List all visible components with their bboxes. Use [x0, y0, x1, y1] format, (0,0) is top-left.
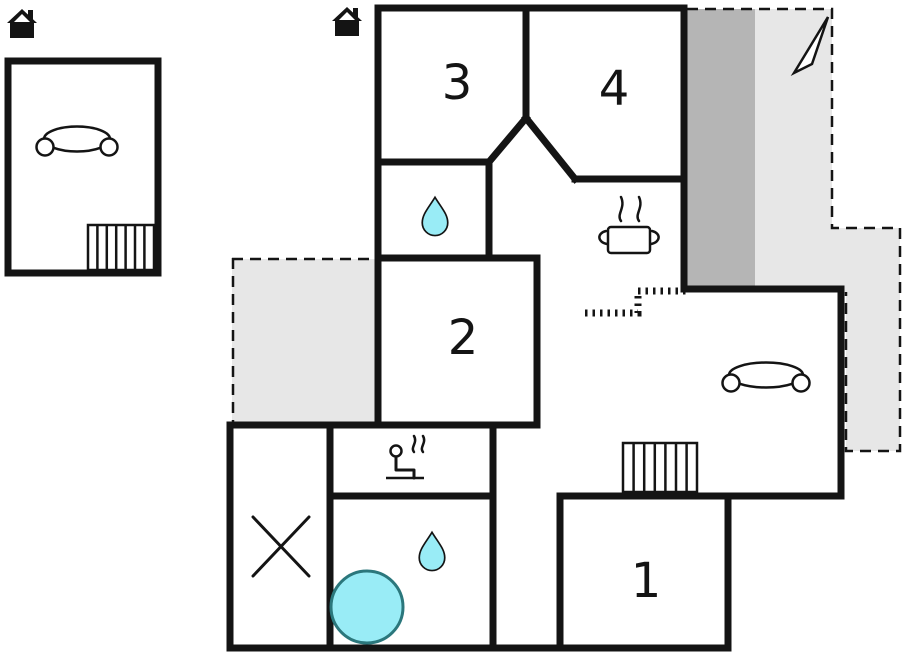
detached-building	[4, 57, 162, 277]
sofa-armrest-left	[721, 373, 741, 393]
stove-icon	[598, 195, 660, 255]
stairs-treads	[632, 443, 688, 492]
steam-line	[420, 434, 426, 454]
sofa-icon	[35, 125, 119, 157]
sofa-armrest-left	[35, 137, 55, 157]
terrace-dark-area	[687, 9, 755, 289]
cross-mark-icon	[251, 515, 311, 578]
water-drop-icon	[418, 530, 446, 572]
house-body	[335, 21, 359, 36]
sofa-armrest-right	[99, 137, 119, 157]
walls	[226, 4, 845, 652]
steam-line	[636, 195, 642, 223]
stairs-outline	[621, 441, 699, 494]
room-4-label: 4	[599, 61, 630, 117]
drop-shape	[418, 530, 446, 572]
pot-handle-left	[598, 229, 609, 246]
house-chimney	[353, 8, 358, 18]
drop-shape	[421, 195, 449, 237]
terrace-light-area	[755, 9, 900, 451]
pot-handle-right	[649, 229, 660, 246]
wall-segment	[484, 113, 531, 167]
stairs-outline	[86, 223, 156, 272]
terrace-areas	[231, 7, 902, 453]
house-icon	[7, 9, 37, 38]
stairs-icon	[86, 223, 156, 272]
stairs-icon	[621, 441, 699, 494]
north-arrow-icon	[790, 16, 830, 77]
detached-building-outline	[4, 57, 162, 277]
pot-body	[606, 225, 652, 255]
terrace-dashed-border	[687, 7, 902, 453]
hot-tub-icon	[329, 569, 405, 645]
house-roof-inner	[14, 14, 30, 22]
house-chimney	[28, 10, 33, 20]
room-2-label: 2	[448, 310, 479, 366]
sofa-icon	[721, 361, 811, 393]
house-icon	[332, 7, 362, 36]
house-roof-inner	[339, 12, 355, 20]
stairs-treads	[96, 225, 146, 270]
water-drop-icon	[421, 195, 449, 237]
room-3-label: 3	[442, 55, 473, 111]
person-body	[394, 456, 416, 480]
steps-icon	[585, 287, 686, 317]
cross-line	[251, 515, 311, 578]
wall-segment	[521, 113, 580, 184]
room-1-label: 1	[631, 553, 662, 609]
terrace-left-area	[232, 259, 376, 423]
person-head	[389, 444, 403, 458]
house-body	[10, 23, 34, 38]
steam-line	[411, 434, 417, 454]
sofa-armrest-right	[791, 373, 811, 393]
sauna-icon	[386, 434, 426, 480]
steam-line	[618, 195, 624, 223]
